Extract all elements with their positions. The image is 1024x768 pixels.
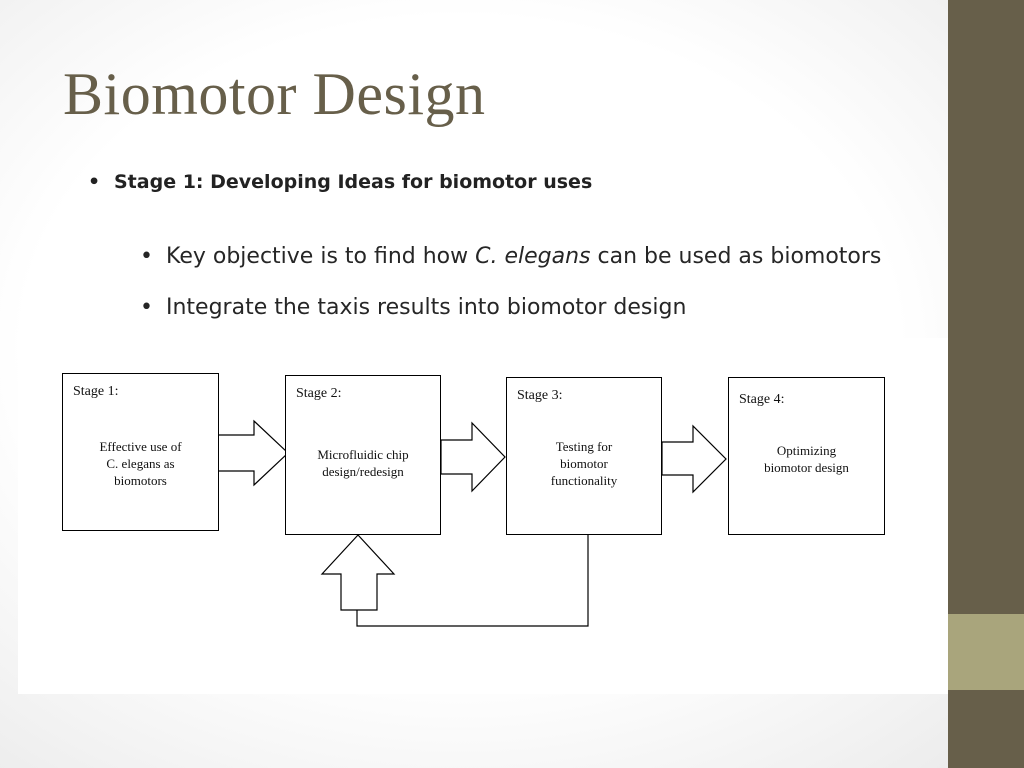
stage-1-label: Stage 1:: [73, 384, 119, 399]
arrow-stage1-to-stage2: [217, 419, 289, 487]
arrow-stage3-to-stage4: [661, 424, 727, 494]
arrow-feedback-to-stage2: [320, 534, 396, 611]
stage-2-box: Stage 2: Microfluidic chip design/redesi…: [285, 375, 441, 535]
feedback-connector-line: [356, 535, 589, 627]
bullet-dot: •: [88, 171, 101, 193]
sub-bullet-text-pre: Key objective is to find how: [166, 244, 476, 269]
arrow-stage2-to-stage3: [440, 421, 506, 493]
sub-bullet-species: C. elegans: [475, 244, 591, 269]
bullet-dot: •: [140, 244, 153, 269]
stage-4-box: Stage 4: Optimizing biomotor design: [728, 377, 885, 535]
stage-4-label: Stage 4:: [739, 392, 785, 407]
stage-2-text: Microfluidic chip design/redesign: [317, 447, 409, 479]
stage-3-text: Testing for biomotor functionality: [550, 439, 618, 488]
sub-bullet-integrate: • Integrate the taxis results into biomot…: [140, 295, 686, 320]
main-bullet: • Stage 1: Developing Ideas for biomotor …: [88, 171, 592, 193]
sub-bullet-objective: • Key objective is to find how C. elegans…: [140, 244, 881, 269]
stage-4-text: Optimizing biomotor design: [764, 443, 849, 475]
slide-title: Biomotor Design: [63, 61, 486, 127]
bullet-dot: •: [140, 295, 153, 320]
diagram-panel: Stage 1: Effective use of C. elegans as …: [18, 338, 948, 694]
diagram-arrows: [217, 419, 727, 627]
stage-1-box: Stage 1: Effective use of C. elegans as …: [62, 373, 219, 531]
sub-bullet-text: Integrate the taxis results into biomoto…: [166, 295, 687, 320]
stage-3-box: Stage 3: Testing for biomotor functional…: [506, 377, 662, 535]
sidebar-accent-block: [948, 614, 1024, 690]
main-bullet-text: Stage 1: Developing Ideas for biomotor u…: [114, 171, 593, 193]
stage-3-label: Stage 3:: [517, 388, 563, 403]
stage-1-text: Effective use of C. elegans as biomotors: [99, 439, 182, 488]
sub-bullet-text-post: can be used as biomotors: [590, 244, 882, 269]
stage-2-label: Stage 2:: [296, 386, 342, 401]
